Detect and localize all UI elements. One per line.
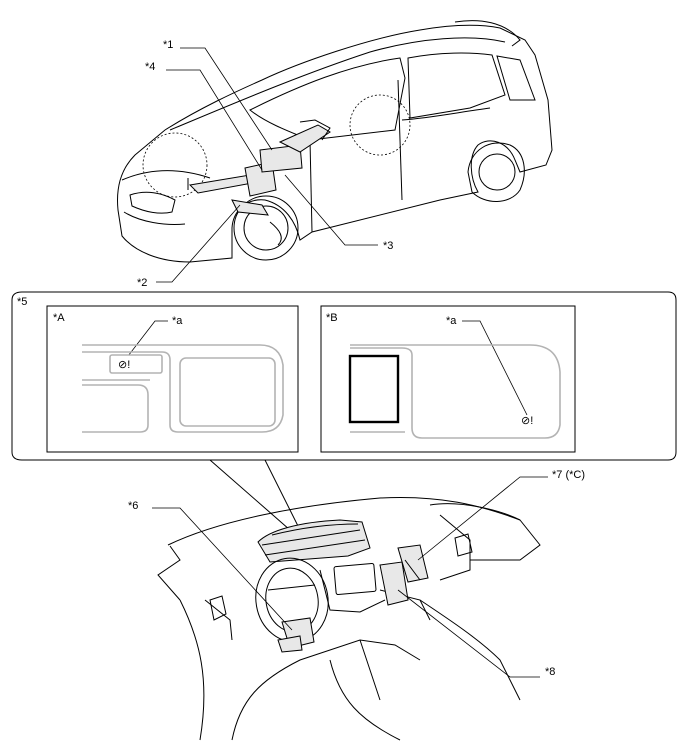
dashboard-illustration xyxy=(157,497,541,741)
callout-labels-bottom: *6 *7 (*C) *8 xyxy=(128,469,585,678)
panel-a: *A *a ⊘! xyxy=(46,305,299,453)
callout-1: *1 xyxy=(163,39,173,51)
panel-b-indicator: ⊘! xyxy=(521,415,533,427)
detail-frame: *5 *A *a ⊘! *B *a ⊘! xyxy=(11,291,677,531)
callout-7: *7 (*C) xyxy=(552,469,585,481)
panel-b: *B *a ⊘! xyxy=(320,305,576,453)
callout-labels-top: *1 *4 *3 *2 xyxy=(137,39,393,289)
callout-leaders-bottom xyxy=(152,476,548,678)
callout-6: *6 xyxy=(128,500,138,512)
panel-a-title: *A xyxy=(53,312,65,324)
panel-b-title: *B xyxy=(326,312,338,324)
callout-2: *2 xyxy=(137,277,147,289)
vehicle-illustration xyxy=(117,20,553,263)
panel-a-indicator: ⊘! xyxy=(118,359,130,371)
callout-8: *8 xyxy=(545,666,555,678)
callout-4: *4 xyxy=(145,61,155,73)
callout-3: *3 xyxy=(383,240,393,252)
callout-leaders-top xyxy=(156,47,378,283)
panel-b-mark-label: *a xyxy=(446,315,457,327)
panel-a-mark-label: *a xyxy=(172,315,183,327)
callout-5: *5 xyxy=(17,296,27,308)
